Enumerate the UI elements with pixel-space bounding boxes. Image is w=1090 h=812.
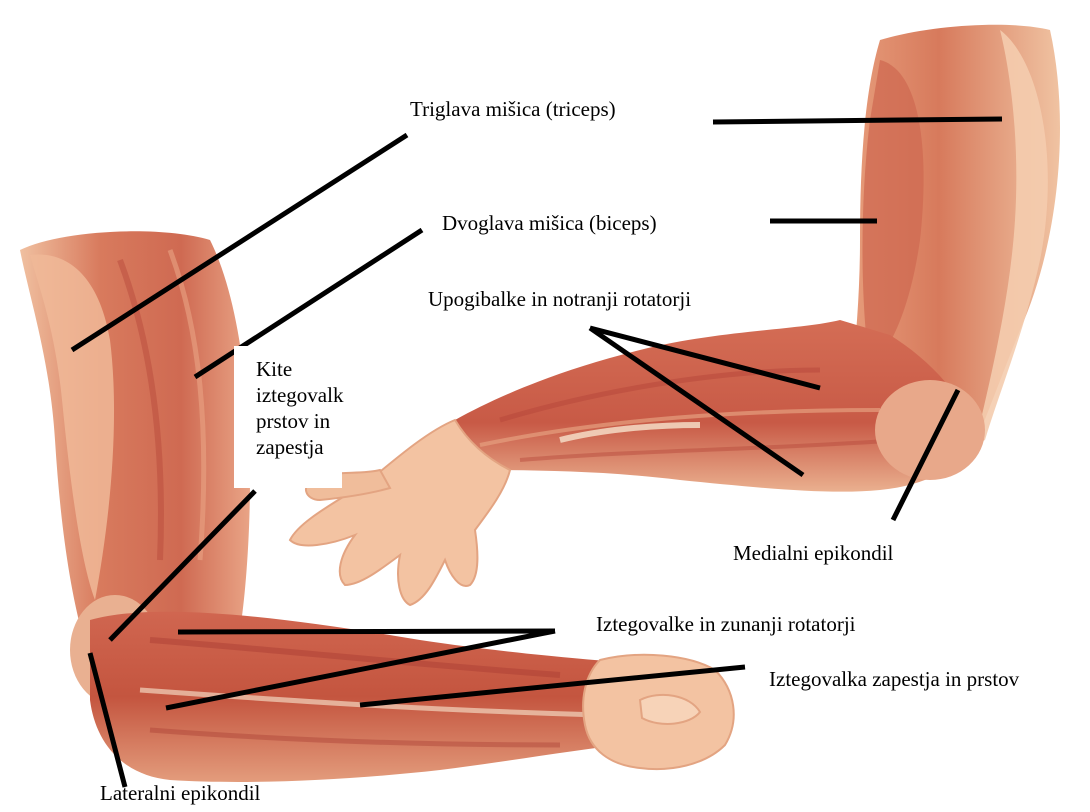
label-tendons-line-2: iztegovalk <box>256 382 342 408</box>
label-flexors: Upogibalke in notranji rotatorji <box>422 284 697 314</box>
label-extensors: Iztegovalke in zunanji rotatorji <box>578 609 874 639</box>
label-tendons: Kite iztegovalk prstov in zapestja <box>234 346 342 488</box>
label-medial: Medialni epikondil <box>727 538 899 568</box>
label-tendons-line-4: zapestja <box>256 434 342 460</box>
label-triceps: Triglava mišica (triceps) <box>404 94 622 124</box>
leader-extensors-1 <box>178 631 555 632</box>
right-elbow <box>875 380 985 480</box>
label-wrist-extensor: Iztegovalka zapestja in prstov <box>765 664 1023 694</box>
label-tendons-line-3: prstov in <box>256 408 342 434</box>
label-tendons-line-1: Kite <box>256 356 342 382</box>
label-biceps: Dvoglava mišica (biceps) <box>436 208 663 238</box>
leader-triceps-right <box>713 119 1002 122</box>
label-lateral: Lateralni epikondil <box>94 780 266 806</box>
